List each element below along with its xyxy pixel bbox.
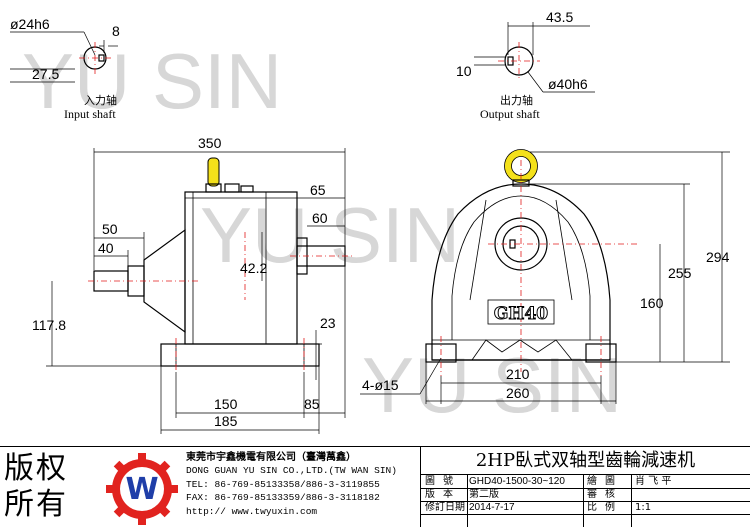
dim-40: 40 <box>98 240 114 256</box>
company-tel: TEL: 86-769-85133358/886-3-3119855 <box>186 478 380 490</box>
output-shaft-label-en: Output shaft <box>480 107 540 121</box>
drawing-no-key: 圖號 <box>425 476 461 487</box>
rights-line-2: 所有 <box>4 487 68 522</box>
output-key-dim: 10 <box>456 63 472 79</box>
watermark-middle: YU SIN <box>200 191 460 279</box>
input-shaft-detail: ø24h6 8 27.5 入力轴 Input shaft <box>10 16 120 121</box>
dim-260: 260 <box>506 385 530 401</box>
dim-50: 50 <box>102 221 118 237</box>
company-logo: W <box>106 453 178 525</box>
rights-notice: 版权 所有 <box>4 451 104 523</box>
dim-holes: 4-ø15 <box>362 377 399 393</box>
dim-23: 23 <box>320 315 336 331</box>
company-website[interactable]: http:// www.twyuxin.com <box>186 505 318 517</box>
company-name-en: DONG GUAN YU SIN CO.,LTD.(TW WAN SIN) <box>186 465 397 477</box>
dim-210: 210 <box>506 366 530 382</box>
logo-gear-icon <box>106 453 178 525</box>
dim-42-2: 42.2 <box>240 260 267 276</box>
logo-letter: W <box>125 472 158 507</box>
dim-overall-length: 350 <box>198 135 222 151</box>
dim-150: 150 <box>214 396 238 412</box>
output-diameter-dim: ø40h6 <box>548 76 588 92</box>
info-row: 修訂日期 2014-7-17 比例 1:1 <box>421 501 750 515</box>
info-row: 版本 第二版 審核 <box>421 488 750 502</box>
info-row: 圖號 GHD40-1500-30~120 繪圖 肖 飞 平 <box>421 475 750 489</box>
scale-key: 比例 <box>587 502 623 513</box>
title-block: 版权 所有 W 東莞市宇鑫機電有限公司（臺灣萬鑫） DONG GUAN YU S… <box>0 446 750 527</box>
input-shaft-label-en: Input shaft <box>64 107 116 121</box>
drawing-no-value: GHD40-1500-30~120 <box>469 476 565 487</box>
casting-mark: GH40 <box>494 304 548 324</box>
dim-255: 255 <box>668 265 692 281</box>
front-view: GH40 294 255 160 210 260 4-ø15 <box>360 149 730 404</box>
side-view: 350 65 60 50 <box>32 135 352 434</box>
drawing-sheet: YU SIN YU SIN YU SIN ø24h6 8 27.5 入力轴 In… <box>10 9 730 434</box>
watermark-group: YU SIN YU SIN YU SIN <box>22 37 622 429</box>
dim-60: 60 <box>312 210 328 226</box>
company-name-cn: 東莞市宇鑫機電有限公司（臺灣萬鑫） <box>186 452 356 463</box>
dim-294: 294 <box>706 249 730 265</box>
input-diameter-dim: ø24h6 <box>10 16 50 32</box>
drawn-by-key: 繪圖 <box>587 476 623 487</box>
dim-185: 185 <box>214 413 238 429</box>
info-row <box>421 514 750 527</box>
scale-value: 1:1 <box>635 502 652 513</box>
watermark-bottom: YU SIN <box>362 341 622 429</box>
product-name: 2HP臥式双轴型齒輪減速机 <box>420 447 750 475</box>
dim-85: 85 <box>304 396 320 412</box>
input-shaft-label-cn: 入力轴 <box>84 93 117 107</box>
version-key: 版本 <box>425 489 461 500</box>
revision-date-value: 2014-7-17 <box>469 502 515 513</box>
input-key-dim: 8 <box>112 23 120 39</box>
rights-line-1: 版权 <box>4 451 68 486</box>
output-shaft-label-cn: 出力轴 <box>500 93 533 107</box>
drawn-by-value: 肖 飞 平 <box>635 476 672 487</box>
output-shaft-detail: 43.5 10 ø40h6 出力轴 Output shaft <box>456 9 595 121</box>
drawing-info-grid: 圖號 GHD40-1500-30~120 繪圖 肖 飞 平 版本 第二版 審核 … <box>420 475 750 527</box>
revision-date-key: 修訂日期 <box>425 502 465 513</box>
watermark-top: YU SIN <box>22 37 282 125</box>
review-key: 審核 <box>587 489 623 500</box>
output-width-dim: 43.5 <box>546 9 573 25</box>
version-value: 第二版 <box>469 489 499 500</box>
company-fax: FAX: 86-769-85133359/886-3-3118182 <box>186 492 380 504</box>
company-info: 東莞市宇鑫機電有限公司（臺灣萬鑫） DONG GUAN YU SIN CO.,L… <box>186 451 418 518</box>
dim-117-8: 117.8 <box>32 317 66 333</box>
dim-65: 65 <box>310 182 326 198</box>
input-height-dim: 27.5 <box>32 66 59 82</box>
dim-160: 160 <box>640 295 664 311</box>
